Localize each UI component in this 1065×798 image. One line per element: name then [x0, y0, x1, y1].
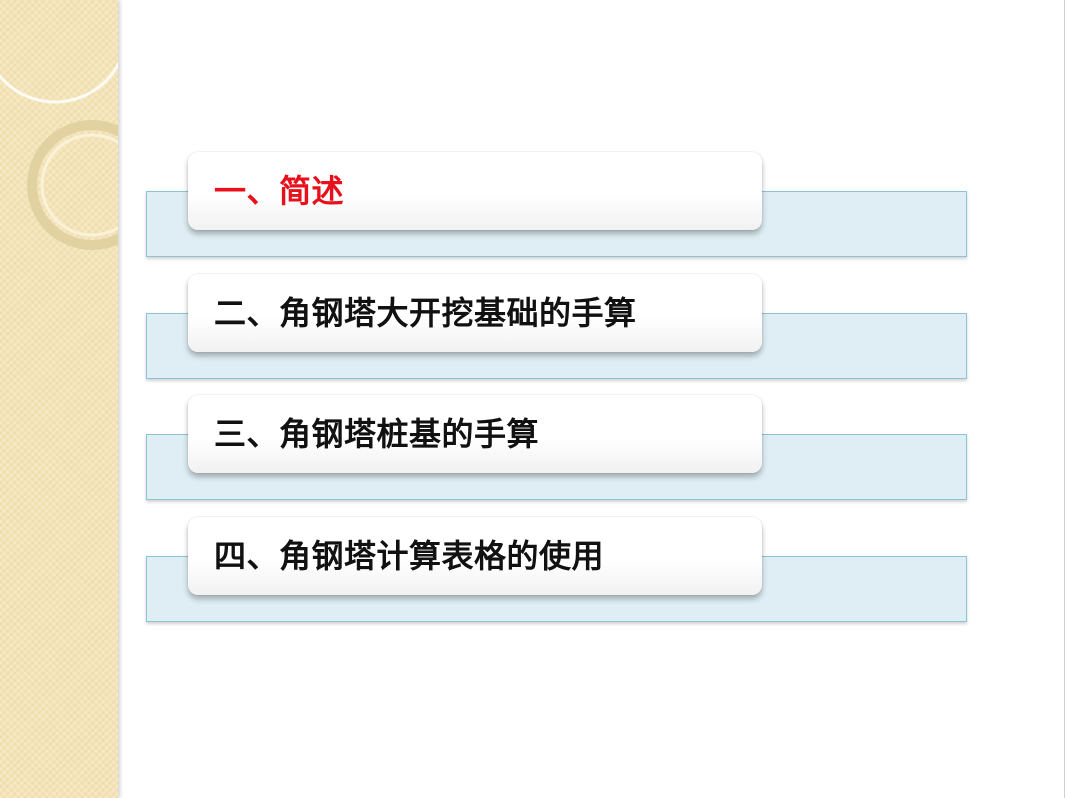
agenda-item-tab[interactable]: 四、角钢塔计算表格的使用: [188, 517, 762, 595]
agenda-item-label: 一、简述: [214, 172, 345, 210]
agenda-item-tab[interactable]: 三、角钢塔桩基的手算: [188, 395, 762, 473]
agenda-item-label: 三、角钢塔桩基的手算: [214, 415, 540, 453]
decorative-rings: [0, 0, 118, 300]
agenda-item-tab[interactable]: 一、简述: [188, 152, 762, 230]
agenda-item-label: 二、角钢塔大开挖基础的手算: [214, 294, 637, 332]
agenda-item-tab[interactable]: 二、角钢塔大开挖基础的手算: [188, 274, 762, 352]
agenda-item-label: 四、角钢塔计算表格的使用: [214, 537, 605, 575]
